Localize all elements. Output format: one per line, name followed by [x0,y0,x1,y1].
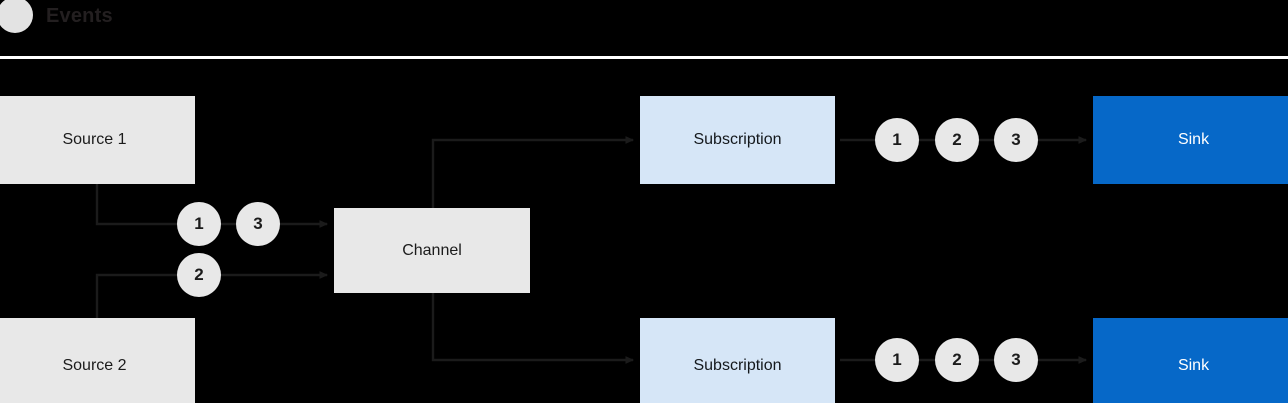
node-label: Source 1 [62,131,127,148]
node-label: Sink [1177,131,1210,148]
event-token: 3 [236,202,280,246]
header: Events [0,0,1288,56]
event-token: 1 [875,118,919,162]
node-sink-1[interactable]: Sink [1093,96,1288,184]
event-token: 2 [935,118,979,162]
event-token: 2 [935,338,979,382]
node-source-1[interactable]: Source 1 [0,96,195,184]
node-sink-2[interactable]: Sink [1093,318,1288,403]
page-title: Events [46,5,113,27]
event-token: 2 [177,253,221,297]
circle-icon [0,0,33,33]
node-label: Subscription [693,356,782,374]
event-token: 1 [875,338,919,382]
node-label: Subscription [693,131,782,148]
node-subscription-2[interactable]: Subscription [640,318,835,403]
event-token: 3 [994,118,1038,162]
event-token: 3 [994,338,1038,382]
node-label: Sink [1177,356,1210,374]
node-channel[interactable]: Channel [334,208,530,293]
event-token: 1 [177,202,221,246]
node-source-2[interactable]: Source 2 [0,318,195,403]
header-divider [0,56,1288,59]
node-label: Source 2 [62,356,127,374]
node-subscription-1[interactable]: Subscription [640,96,835,184]
node-label: Channel [402,241,462,259]
